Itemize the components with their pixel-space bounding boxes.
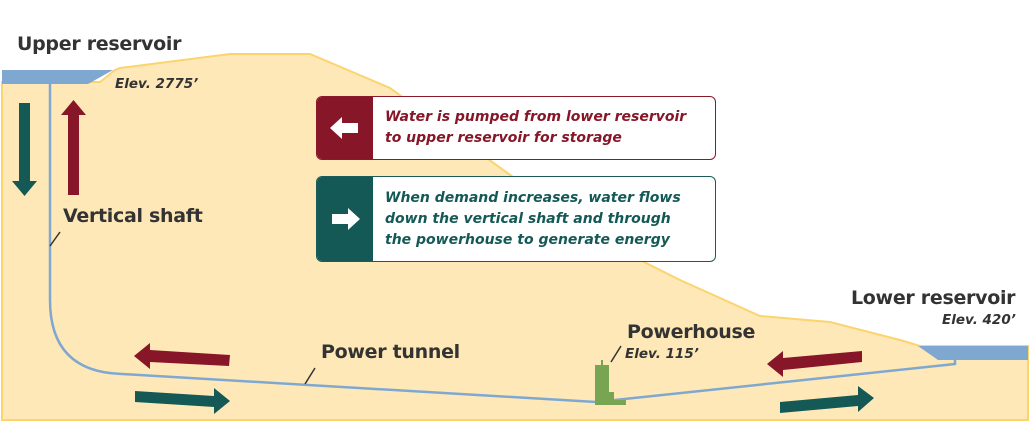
vertical-shaft-label: Vertical shaft [63, 205, 203, 227]
vertical-shaft-leader [49, 231, 61, 247]
power-tunnel-label: Power tunnel [321, 341, 460, 363]
upper-reservoir-label: Upper reservoir [17, 33, 182, 55]
pump-arrow-left-icon-right [767, 351, 862, 377]
powerhouse-icon [595, 360, 626, 405]
upper-elevation-label: Elev. 2775’ [115, 76, 199, 92]
legend-pump: Water is pumped from lower reservoir to … [316, 96, 716, 160]
pump-arrow-left-icon [134, 343, 230, 369]
vertical-shaft-line [48, 84, 957, 404]
generate-arrow-right-icon [135, 388, 230, 414]
powerhouse-label: Powerhouse [627, 321, 756, 343]
legend-generate-line: down the vertical shaft and through [385, 210, 671, 227]
arrow-right-icon [317, 177, 373, 261]
legend-pump-text: Water is pumped from lower reservoir to … [373, 97, 715, 159]
legend-generate: When demand increases, water flows down … [316, 176, 716, 262]
legend-pump-line: Water is pumped from lower reservoir [385, 109, 687, 125]
generate-arrow-right-icon-right [780, 386, 874, 413]
lower-elevation-label: Elev. 420’ [942, 312, 1016, 328]
power-tunnel-leader [304, 367, 316, 385]
pump-arrow-up-icon [61, 100, 86, 195]
legend-generate-line: the powerhouse to generate energy [385, 231, 670, 248]
upper-reservoir-water [2, 70, 113, 84]
powerhouse-leader [610, 345, 622, 363]
powerhouse-elevation-label: Elev. 115’ [625, 346, 699, 362]
legend-generate-text: When demand increases, water flows down … [373, 177, 715, 261]
legend-pump-line: to upper reservoir for storage [385, 130, 622, 146]
lower-reservoir-label: Lower reservoir [851, 287, 1016, 309]
arrow-left-icon [317, 97, 373, 159]
lower-reservoir-water [918, 346, 1028, 360]
generate-arrow-down-icon [12, 103, 37, 196]
legend-generate-line: When demand increases, water flows [385, 189, 681, 206]
